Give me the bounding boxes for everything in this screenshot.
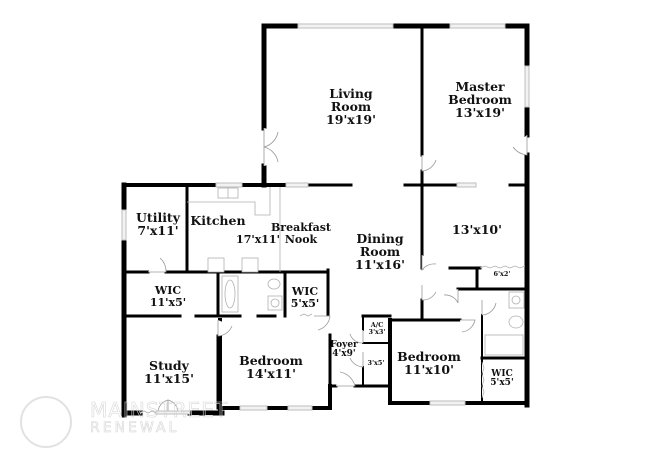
room-name: Room [330, 99, 372, 115]
room-size: 17'x11' [236, 233, 280, 246]
watermark-line2: RENEWAL [90, 420, 180, 437]
room-size: 11'x15' [144, 371, 194, 387]
room-name: Bedroom [239, 353, 303, 368]
room-name: Breakfast [271, 221, 331, 234]
room-name: Nook [284, 232, 318, 246]
room-size: 11'x5' [149, 295, 187, 309]
room-label-closet-6x2: 6'x2' [494, 271, 511, 278]
room-name: Dining [356, 231, 404, 246]
watermark-logo-icon [20, 396, 72, 448]
room-name: Bedroom [448, 92, 512, 108]
interior-walls [122, 24, 529, 410]
room-label-kitchen: Kitchen [190, 214, 245, 227]
room-size: 5'x5' [490, 378, 514, 389]
room-label-kitchen-size: 17'x11' [236, 234, 280, 246]
room-name: WIC [491, 369, 513, 379]
room-name: WIC [291, 285, 319, 298]
room-name: WIC [154, 284, 182, 297]
room-name: Bedroom [397, 349, 461, 364]
room-name: Utility [136, 210, 180, 225]
doors [148, 128, 528, 415]
room-size: 19'x19' [326, 112, 376, 128]
room-size: 11'x16' [355, 257, 405, 273]
room-name: Master [455, 79, 505, 94]
room-size: 7'x11' [137, 223, 179, 239]
room-name: Kitchen [190, 213, 246, 228]
room-name: Room [359, 244, 401, 260]
room-size: 14'x11' [246, 366, 296, 382]
exterior-walls [121, 23, 530, 418]
room-label-bedroom-13x10: 13'x10' [452, 223, 502, 236]
fixtures [139, 187, 526, 414]
room-size: 3'x3' [368, 327, 386, 336]
room-name: Study [149, 358, 189, 373]
room-size: 5'x5' [290, 296, 320, 310]
windows [121, 23, 530, 411]
room-size: 13'x10' [452, 222, 502, 237]
room-size: 13'x19' [455, 105, 505, 121]
room-size: 4'x9' [332, 349, 356, 360]
watermark-line1: MAINSTREET [90, 398, 229, 423]
room-name: A/C [370, 321, 384, 329]
room-label-closet-3x5: 3'x5' [368, 360, 385, 367]
room-size: 3'x5' [367, 359, 385, 367]
room-name: Living [329, 86, 373, 101]
room-name: Foyer [330, 340, 358, 350]
room-size: 11'x10' [404, 362, 454, 378]
room-size: 6'x2' [493, 270, 511, 278]
